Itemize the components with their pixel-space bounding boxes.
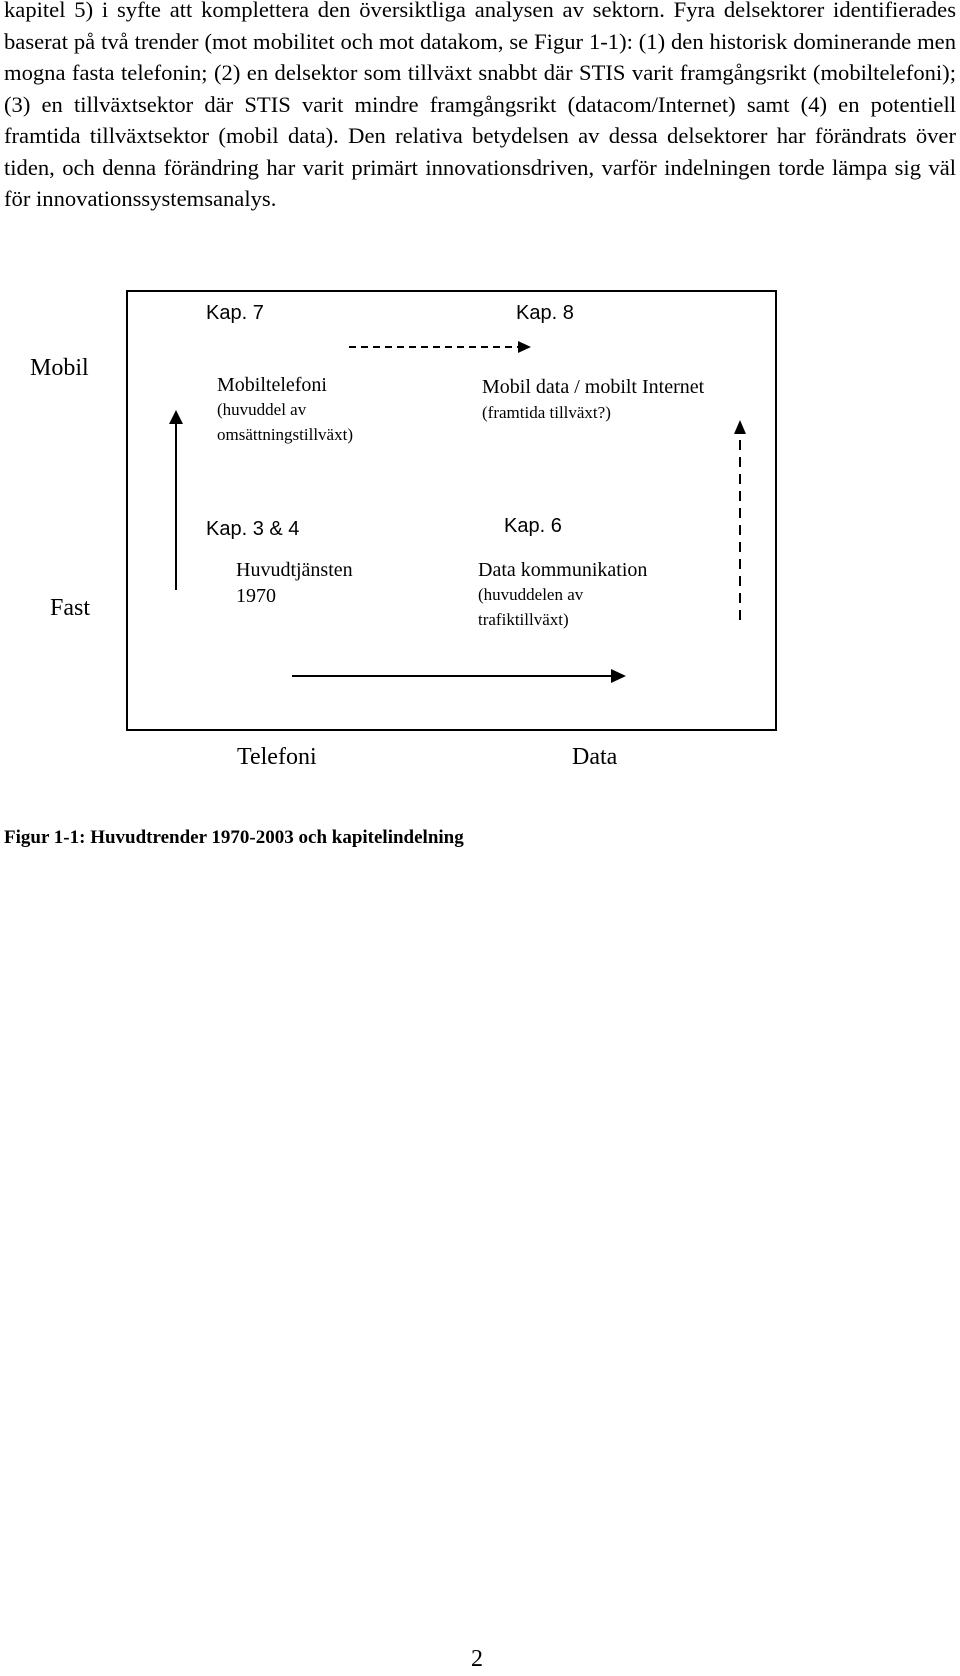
axis-label-fast: Fast	[50, 595, 91, 621]
kap-label-6: Kap. 6	[504, 515, 562, 537]
arrowhead-mobil-right	[518, 341, 531, 353]
cell-title-huvudtjansten: Huvudtjänsten	[236, 559, 353, 581]
cell-sub-mobiltelefoni-2: omsättningstillväxt)	[217, 425, 353, 444]
figure-caption: Figur 1-1: Huvudtrender 1970-2003 och ka…	[4, 827, 464, 848]
figure-arrows	[169, 341, 746, 683]
cell-sub-huvudtjansten-1: 1970	[236, 585, 276, 607]
cell-title-mobil-data: Mobil data / mobilt Internet	[482, 376, 705, 398]
kap-label-8: Kap. 8	[516, 302, 574, 324]
cell-title-mobiltelefoni: Mobiltelefoni	[217, 374, 327, 396]
cell-sub-data-kommunikation-1: (huvuddelen av	[478, 585, 584, 604]
cell-sub-mobil-data-1: (framtida tillväxt?)	[482, 403, 611, 422]
arrowhead-telefoni-up	[169, 410, 183, 424]
axis-label-telefoni: Telefoni	[237, 744, 317, 770]
body-paragraph: kapitel 5) i syfte att komplettera den ö…	[4, 0, 956, 211]
arrowhead-data-up	[734, 420, 746, 434]
arrowhead-fast-right	[611, 669, 626, 683]
kap-label-7: Kap. 7	[206, 302, 264, 324]
cell-sub-mobiltelefoni-1: (huvuddel av	[217, 400, 307, 419]
cell-title-data-kommunikation: Data kommunikation	[478, 559, 648, 581]
axis-label-mobil: Mobil	[30, 355, 89, 381]
page-number: 2	[471, 1646, 483, 1672]
kap-label-3-4: Kap. 3 & 4	[206, 518, 300, 540]
axis-label-data: Data	[572, 744, 618, 770]
cell-sub-data-kommunikation-2: trafiktillväxt)	[478, 610, 569, 629]
figure-frame	[126, 290, 777, 731]
